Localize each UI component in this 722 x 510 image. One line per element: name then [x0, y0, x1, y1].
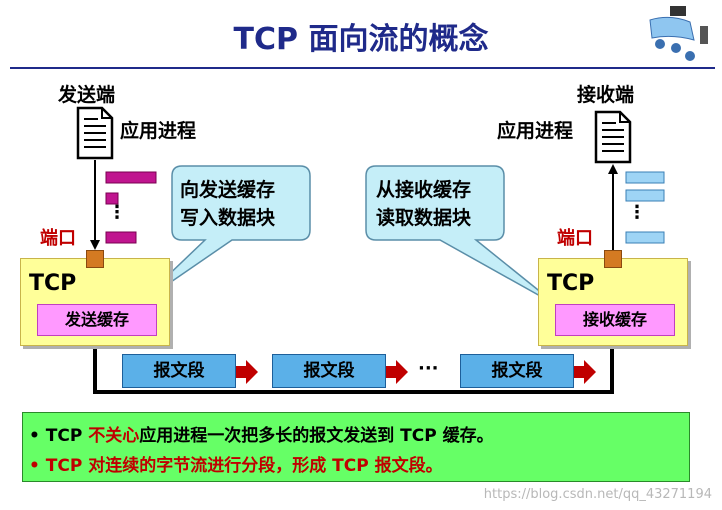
segment-arrows: [236, 360, 596, 384]
title-divider: [10, 67, 715, 69]
receiver-callout: 从接收缓存 读取数据块: [376, 176, 471, 232]
receiver-callout-bubble: [365, 165, 559, 307]
sender-block: [105, 231, 137, 244]
note-line-1: • TCP 不关心应用进程一次把多长的报文发送到 TCP 缓存。: [29, 421, 494, 446]
receiver-vdots: ⋮: [628, 202, 646, 223]
sender-block: [105, 192, 119, 205]
connection-line: [93, 345, 614, 394]
network-logo-icon: [649, 6, 708, 61]
sender-port-label: 端口: [40, 228, 76, 249]
receiver-process-label: 应用进程: [497, 120, 574, 142]
note-line-2: • TCP 对连续的字节流进行分段，形成 TCP 报文段。: [29, 456, 443, 476]
receiver-block: [625, 189, 665, 202]
receiver-callout-line1: 从接收缓存: [376, 179, 472, 201]
sender-heading: 发送端: [58, 84, 116, 106]
receiver-document-icon: [594, 110, 632, 164]
sender-process-label: 应用进程: [120, 120, 197, 142]
notes-box: • TCP 不关心应用进程一次把多长的报文发送到 TCP 缓存。 • TCP 对…: [22, 412, 690, 482]
segment-2: 报文段: [272, 354, 386, 388]
receive-buffer: 接收缓存: [555, 304, 675, 336]
receiver-port: [604, 250, 622, 268]
receiver-tcp-box: TCP 接收缓存: [538, 258, 688, 346]
sender-callout: 向发送缓存 写入数据块: [180, 176, 275, 232]
sender-callout-bubble: [135, 165, 311, 307]
segment-3: 报文段: [460, 354, 574, 388]
page-title: TCP 面向流的概念: [233, 22, 489, 57]
sender-callout-line2: 写入数据块: [180, 207, 276, 229]
segment-1: 报文段: [122, 354, 236, 388]
receiver-callout-line2: 读取数据块: [376, 207, 472, 229]
sender-vdots: ⋮: [108, 202, 126, 223]
note-line-1-pre: • TCP: [29, 426, 89, 446]
send-buffer: 发送缓存: [37, 304, 157, 336]
note-line-1-highlight: 不关心: [88, 426, 140, 446]
sender-tcp-box: TCP 发送缓存: [20, 258, 170, 346]
receiver-block: [625, 231, 665, 244]
receiver-port-label: 端口: [557, 228, 593, 249]
sender-port: [86, 250, 104, 268]
receiver-block: [625, 171, 665, 184]
receiver-tcp-label: TCP: [547, 271, 595, 296]
sender-callout-line1: 向发送缓存: [180, 179, 276, 201]
sender-block: [105, 171, 157, 184]
note-line-1-post: 应用进程一次把多长的报文发送到 TCP 缓存。: [139, 426, 494, 446]
sender-document-icon: [76, 106, 114, 160]
sender-tcp-label: TCP: [29, 271, 77, 296]
segment-ellipsis: ···: [418, 358, 439, 379]
watermark: https://blog.csdn.net/qq_43271194: [483, 487, 712, 502]
receiver-heading: 接收端: [577, 84, 635, 106]
